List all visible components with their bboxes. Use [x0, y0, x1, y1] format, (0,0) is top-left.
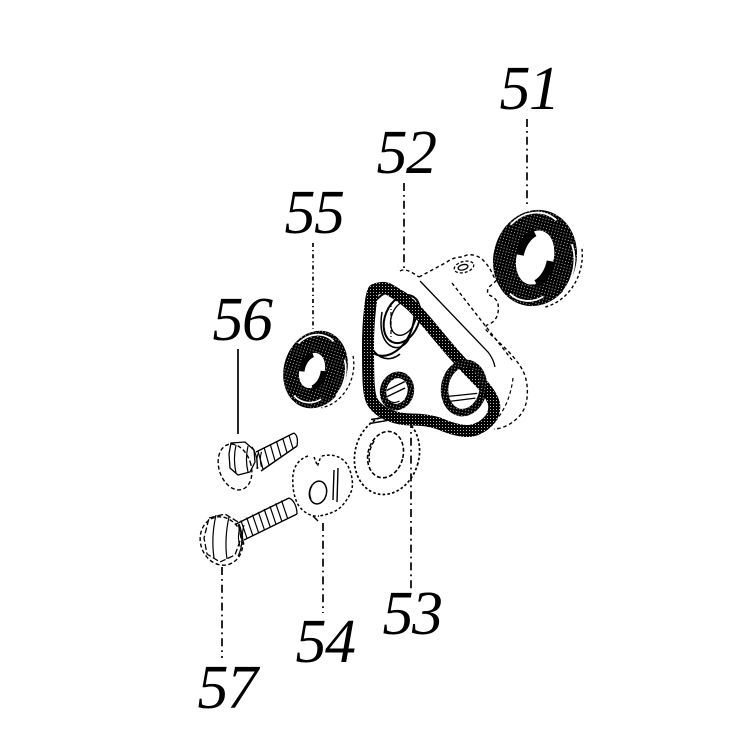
svg-text:51: 51: [500, 55, 559, 123]
svg-text:55: 55: [285, 179, 345, 247]
svg-text:57: 57: [198, 654, 262, 722]
svg-text:53: 53: [383, 580, 442, 648]
svg-text:54: 54: [296, 608, 356, 676]
svg-text:56: 56: [213, 286, 274, 354]
svg-text:52: 52: [377, 119, 437, 187]
